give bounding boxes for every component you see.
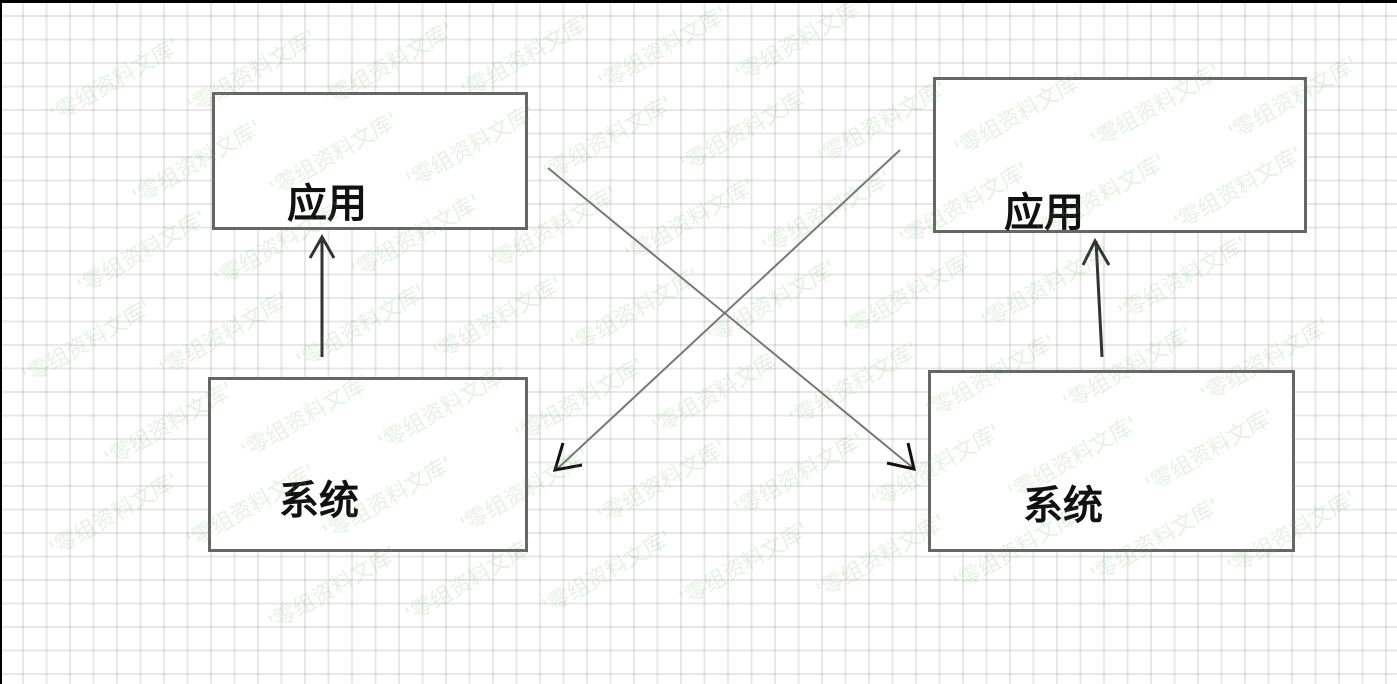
right-system-arrowhead-icon xyxy=(886,442,916,471)
left-system-box: 系统 xyxy=(208,377,528,552)
right-arrowhead-icon xyxy=(1081,237,1111,266)
left-system-label: 系统 xyxy=(279,478,359,524)
left-app-box: 应用 xyxy=(212,92,528,230)
left-arrowhead-icon xyxy=(308,233,336,259)
right-app-box: 应用 xyxy=(933,77,1307,236)
left-app-label: 应用 xyxy=(287,181,367,227)
cross-arrow-to-left-system xyxy=(555,149,901,471)
left-system-arrowhead-icon xyxy=(552,442,583,472)
right-app-label: 应用 xyxy=(1004,190,1084,236)
right-system-box: 系统 xyxy=(928,370,1295,552)
cross-arrow-to-right-system xyxy=(547,167,913,468)
right-system-label: 系统 xyxy=(1023,483,1103,529)
right-vertical-arrow xyxy=(1094,240,1104,358)
diagram-canvas: 应用 系统 应用 系统 '零组资料文库''零组资料文库''零组资料文库''零组资… xyxy=(2,3,1397,684)
connectors xyxy=(308,149,1111,472)
